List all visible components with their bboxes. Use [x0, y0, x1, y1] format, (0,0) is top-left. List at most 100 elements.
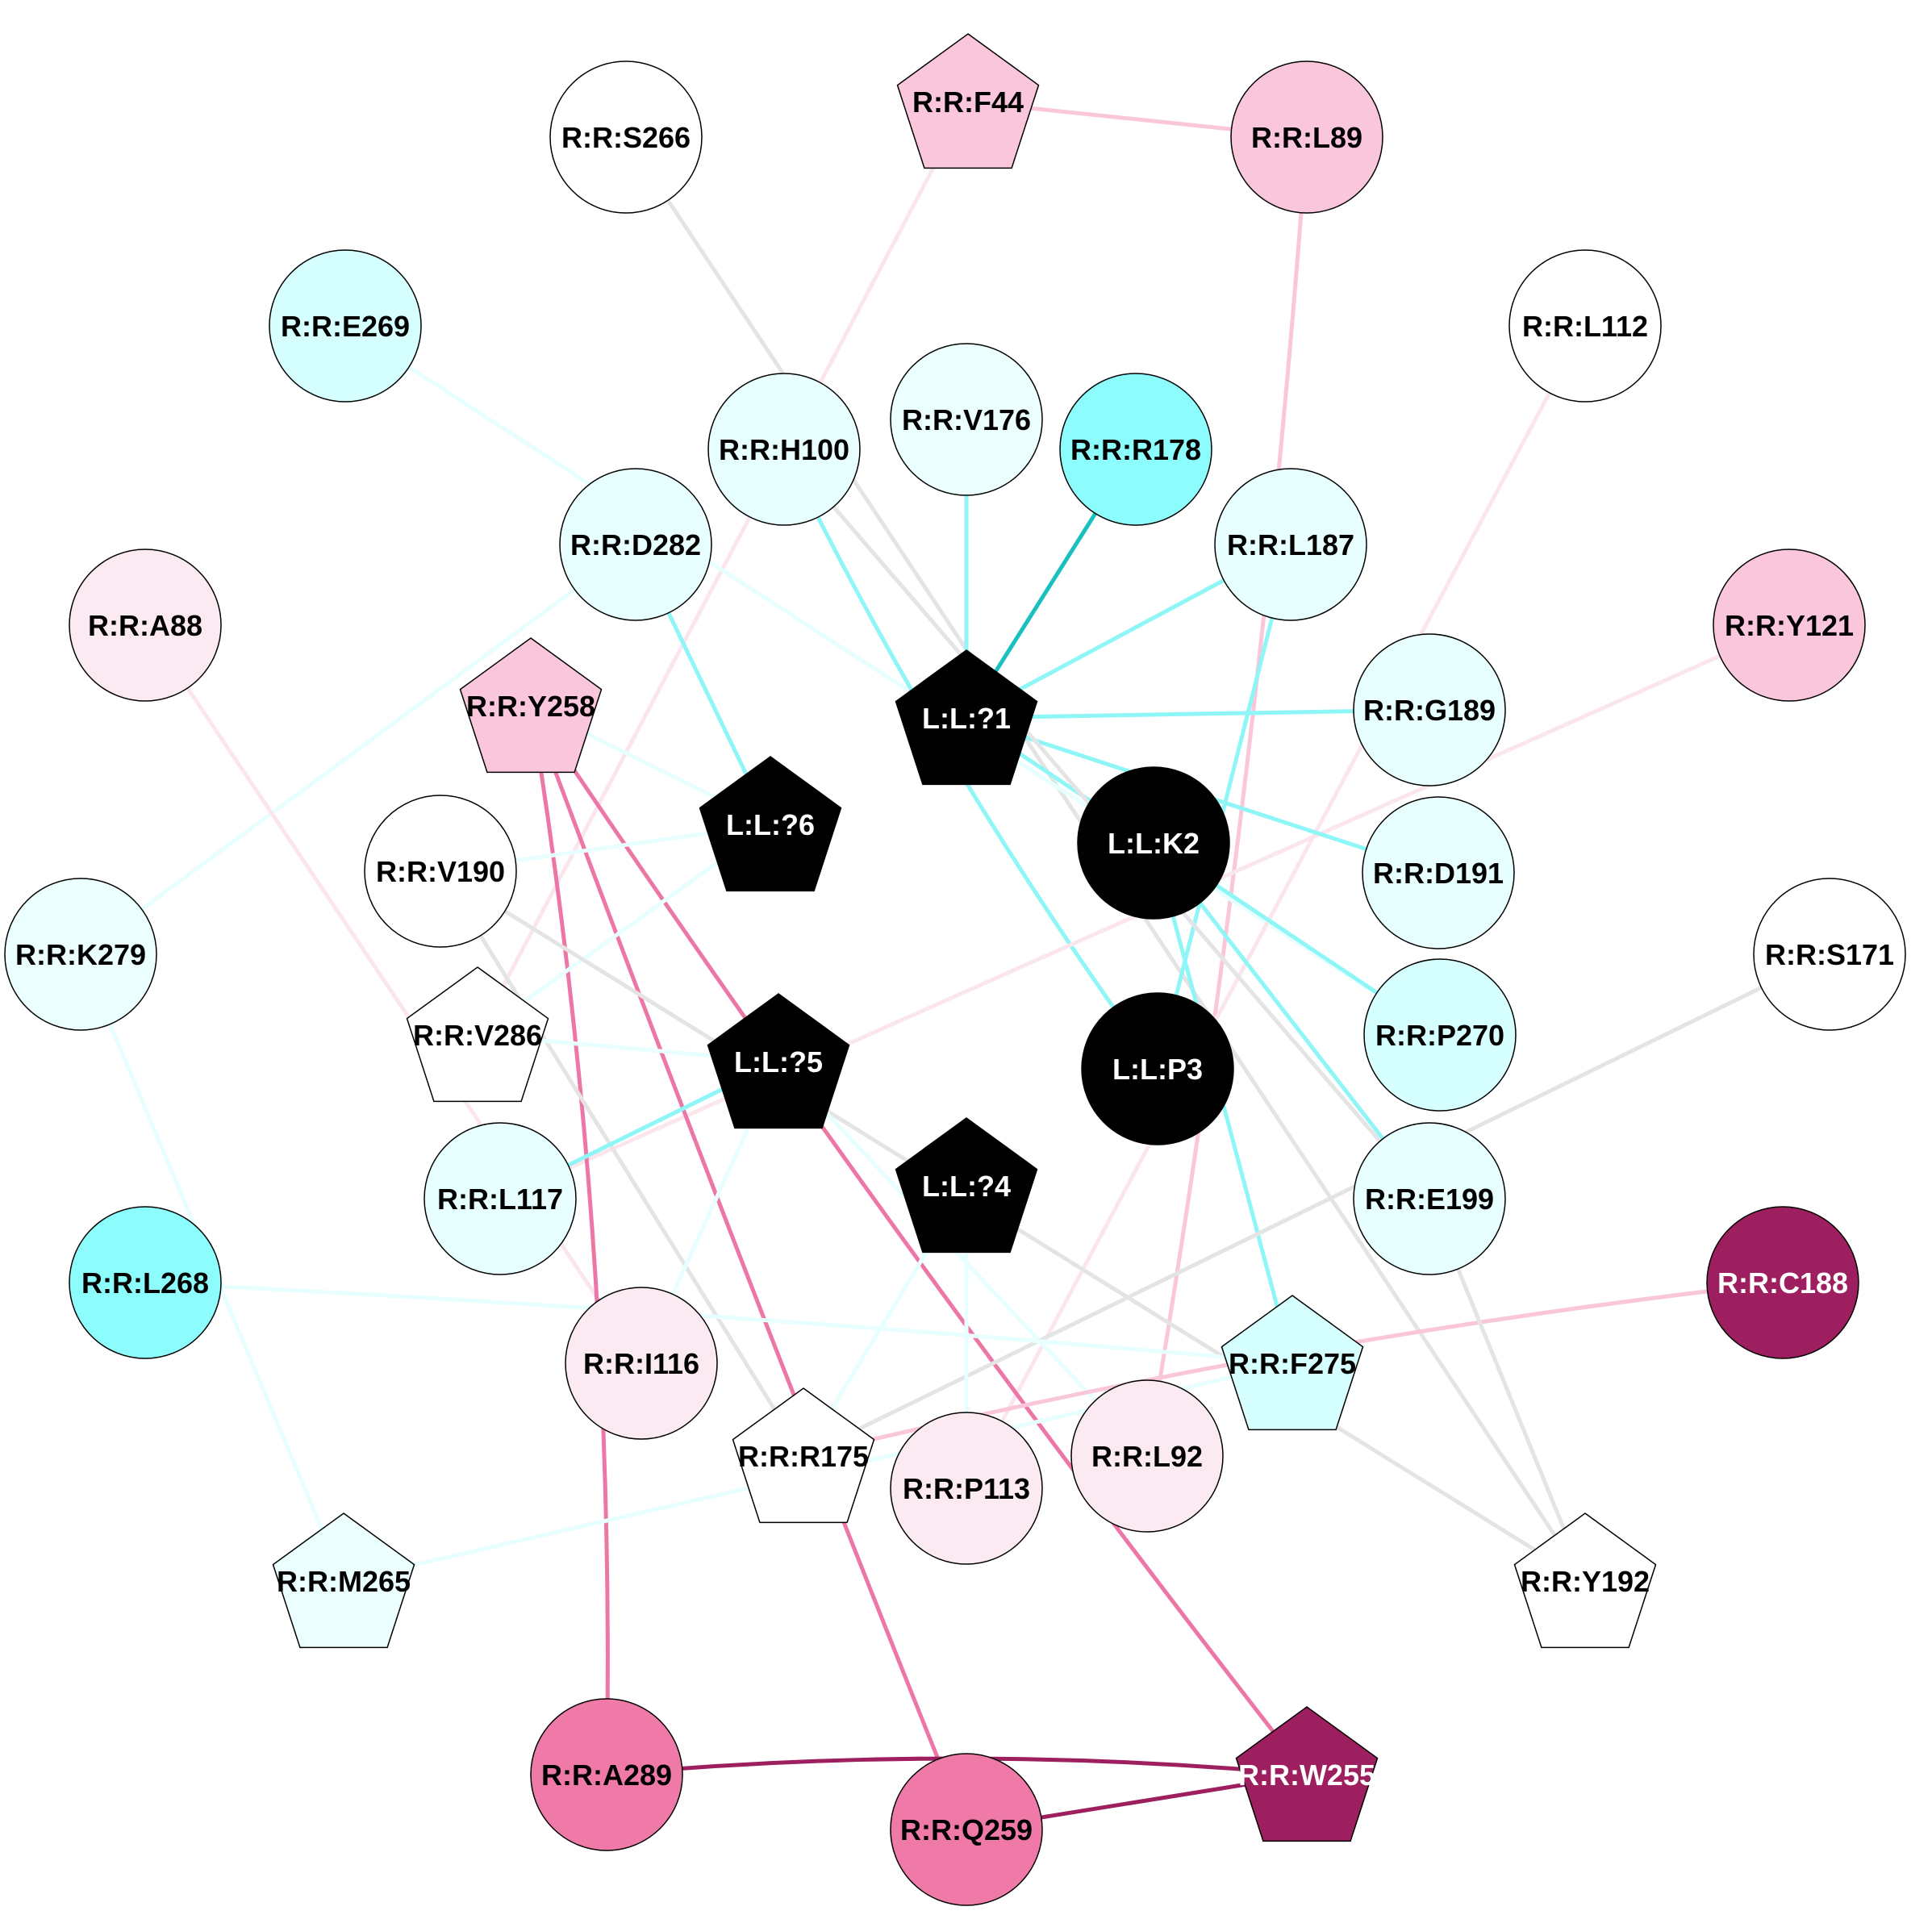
node-l-l-1[interactable]: L:L:?1: [895, 649, 1038, 786]
node-label: L:L:?4: [922, 1170, 1011, 1203]
node-label: R:R:A289: [541, 1759, 672, 1792]
node-label: R:R:A88: [88, 609, 202, 642]
node-label: R:R:L117: [437, 1183, 563, 1216]
node-shape: [1363, 958, 1517, 1112]
node-shape: [896, 33, 1040, 169]
node-label: R:R:G189: [1363, 694, 1496, 727]
node-r-r-f275[interactable]: R:R:F275: [1221, 1295, 1364, 1431]
node-r-r-d191[interactable]: R:R:D191: [1362, 796, 1515, 949]
edge-l112-p113: [964, 324, 1588, 1490]
node-r-r-l187[interactable]: R:R:L187: [1214, 468, 1367, 621]
node-r-r-l117[interactable]: R:R:L117: [424, 1122, 577, 1275]
edge-d282-k279: [79, 542, 637, 957]
node-shape: [424, 1122, 577, 1275]
edge-v190-r175: [438, 870, 806, 1458]
node-r-r-p113[interactable]: R:R:P113: [890, 1412, 1043, 1565]
node-shape: [1081, 992, 1234, 1145]
node-l-l-5[interactable]: L:L:?5: [707, 993, 850, 1129]
node-shape: [1713, 549, 1866, 702]
node-l-l-p3[interactable]: L:L:P3: [1081, 992, 1234, 1145]
node-label: R:R:L92: [1091, 1440, 1203, 1473]
node-shape: [707, 373, 861, 526]
node-r-r-l89[interactable]: R:R:L89: [1230, 60, 1383, 214]
node-shape: [890, 1412, 1043, 1565]
node-shape: [1214, 468, 1367, 621]
node-label: R:R:R178: [1070, 433, 1201, 466]
node-r-r-l112[interactable]: R:R:L112: [1508, 249, 1662, 403]
node-label: L:L:?6: [726, 808, 815, 841]
node-shape: [1070, 1379, 1224, 1533]
node-shape: [1235, 1706, 1379, 1842]
node-r-r-p270[interactable]: R:R:P270: [1363, 958, 1517, 1112]
node-shape: [699, 756, 842, 892]
node-r-r-a289[interactable]: R:R:A289: [530, 1698, 683, 1851]
node-r-r-i116[interactable]: R:R:I116: [565, 1287, 718, 1440]
node-label: R:R:V176: [902, 403, 1031, 436]
node-label: R:R:L89: [1251, 121, 1362, 154]
node-r-r-v176[interactable]: R:R:V176: [890, 343, 1043, 496]
node-shape: [559, 468, 712, 621]
node-r-r-m265[interactable]: R:R:M265: [272, 1512, 415, 1649]
node-r-r-w255[interactable]: R:R:W255: [1235, 1706, 1379, 1842]
node-r-r-q259[interactable]: R:R:Q259: [890, 1753, 1043, 1906]
node-l-l-6[interactable]: L:L:?6: [699, 756, 842, 892]
node-r-r-y192[interactable]: R:R:Y192: [1513, 1512, 1657, 1649]
node-r-r-e269[interactable]: R:R:E269: [269, 249, 422, 403]
node-r-r-l92[interactable]: R:R:L92: [1070, 1379, 1224, 1533]
node-r-r-y258[interactable]: R:R:Y258: [459, 637, 603, 774]
node-label: R:R:P270: [1375, 1019, 1504, 1052]
node-r-r-e199[interactable]: R:R:E199: [1353, 1122, 1506, 1275]
node-label: L:L:?1: [922, 702, 1011, 735]
node-shape: [890, 1753, 1043, 1906]
node-r-r-k279[interactable]: R:R:K279: [4, 878, 157, 1031]
node-shape: [549, 60, 703, 214]
node-shape: [1353, 1122, 1506, 1275]
node-l-l-k2[interactable]: L:L:K2: [1077, 766, 1230, 920]
node-label: R:R:P113: [903, 1472, 1030, 1505]
node-r-r-h100[interactable]: R:R:H100: [707, 373, 861, 526]
node-r-r-s171[interactable]: R:R:S171: [1753, 878, 1906, 1031]
node-shape: [707, 993, 850, 1129]
edge-s171-r175: [802, 952, 1831, 1458]
node-shape: [4, 878, 157, 1031]
node-shape: [565, 1287, 718, 1440]
node-shape: [1059, 373, 1212, 526]
edge-l268-f275: [144, 1280, 1293, 1366]
node-r-r-g189[interactable]: R:R:G189: [1353, 633, 1506, 786]
node-label: R:R:W255: [1238, 1759, 1375, 1792]
node-r-r-a88[interactable]: R:R:A88: [69, 549, 222, 702]
node-label: R:R:H100: [719, 433, 849, 466]
node-shape: [895, 649, 1038, 786]
node-shape: [895, 1117, 1038, 1254]
node-l-l-4[interactable]: L:L:?4: [895, 1117, 1038, 1254]
node-label: L:L:K2: [1108, 827, 1200, 860]
node-shape: [1353, 633, 1506, 786]
edge-y258-w255: [528, 704, 1308, 1776]
node-r-r-v190[interactable]: R:R:V190: [364, 795, 517, 948]
node-r-r-s266[interactable]: R:R:S266: [549, 60, 703, 214]
node-shape: [1706, 1206, 1859, 1359]
node-r-r-d282[interactable]: R:R:D282: [559, 468, 712, 621]
node-r-r-f44[interactable]: R:R:F44: [896, 33, 1040, 169]
node-shape: [459, 637, 603, 774]
node-label: R:R:I116: [583, 1347, 699, 1380]
node-r-r-r175[interactable]: R:R:R175: [732, 1387, 875, 1524]
node-label: R:R:S171: [1765, 938, 1894, 971]
node-r-r-l268[interactable]: R:R:L268: [69, 1206, 222, 1359]
node-r-r-y121[interactable]: R:R:Y121: [1713, 549, 1866, 702]
edge-l187-p3: [1155, 544, 1293, 1070]
node-label: R:R:M265: [277, 1565, 411, 1598]
node-label: R:R:L112: [1522, 310, 1648, 343]
node-r-r-r178[interactable]: R:R:R178: [1059, 373, 1212, 526]
node-r-r-v286[interactable]: R:R:V286: [406, 966, 549, 1103]
node-shape: [69, 549, 222, 702]
node-label: R:R:D282: [570, 528, 701, 561]
node-shape: [1753, 878, 1906, 1031]
node-label: R:R:Q259: [900, 1813, 1033, 1846]
node-label: L:L:P3: [1112, 1053, 1203, 1086]
node-shape: [530, 1698, 683, 1851]
node-r-r-c188[interactable]: R:R:C188: [1706, 1206, 1859, 1359]
node-label: R:R:L268: [81, 1266, 209, 1300]
node-label: R:R:S266: [561, 121, 691, 154]
